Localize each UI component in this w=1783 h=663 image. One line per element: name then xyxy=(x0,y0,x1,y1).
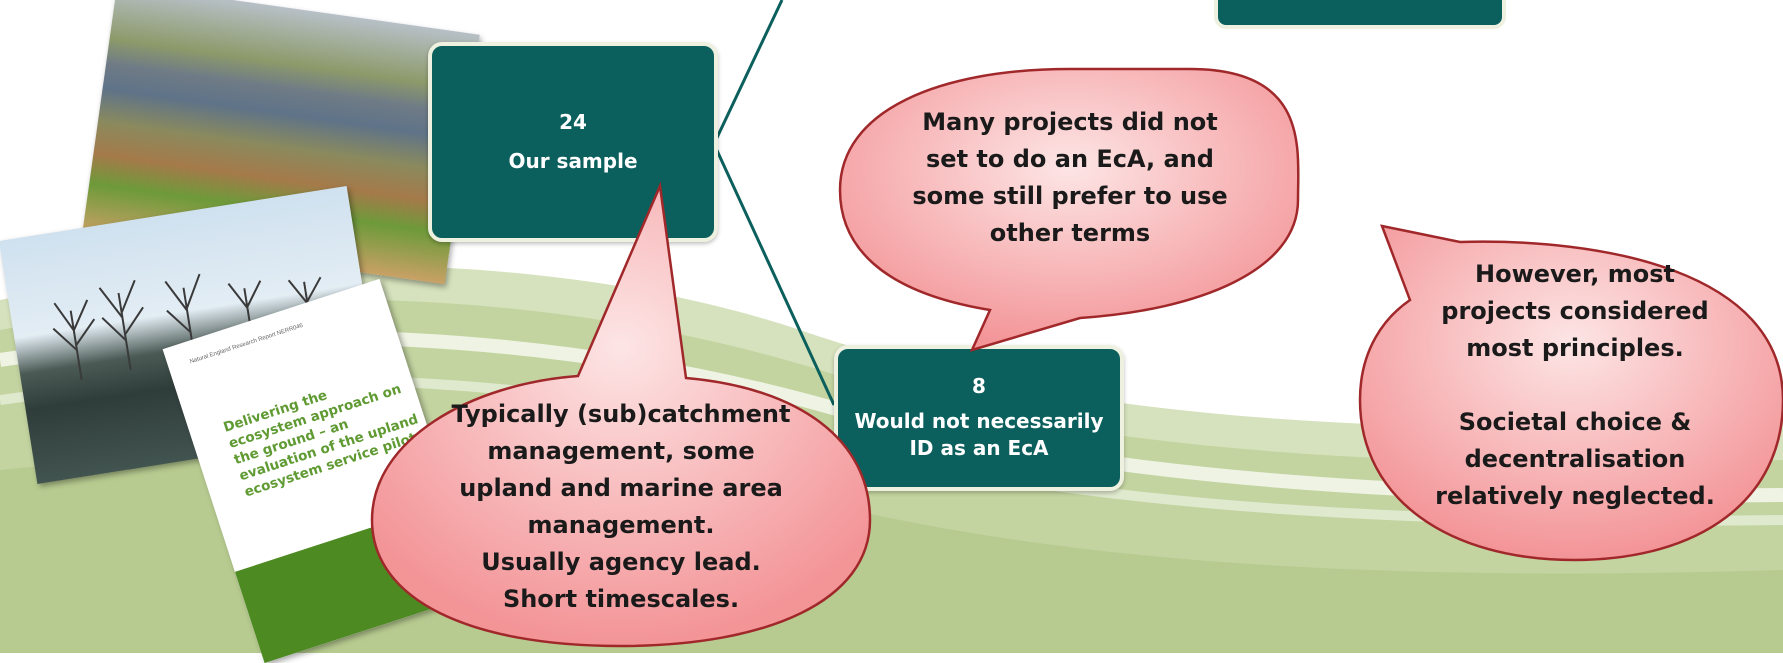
typical-callout-text: Typically (sub)catchment management, som… xyxy=(440,396,802,618)
typical-line-1: Typically (sub)catchment xyxy=(451,400,791,428)
sample-count: 24 xyxy=(559,109,587,134)
flooded-trees-photo xyxy=(0,185,386,485)
principles-line-blank xyxy=(1430,367,1720,404)
top-box-partial xyxy=(1214,0,1506,29)
principles-callout-text: However, most projects considered most p… xyxy=(1430,256,1720,515)
typical-line-2: management, some xyxy=(487,437,755,465)
not-eca-count: 8 xyxy=(972,374,986,398)
principles-line-5: decentralisation xyxy=(1464,445,1686,473)
typical-line-4: management. xyxy=(527,511,715,539)
terms-callout-text: Many projects did not set to do an EcA, … xyxy=(912,108,1228,247)
terms-callout-shape xyxy=(838,67,1300,352)
principles-line-6: relatively neglected. xyxy=(1435,482,1715,510)
not-eca-box: 8 Would not necessarily ID as an EcA xyxy=(834,345,1124,491)
typical-line-5: Usually agency lead. xyxy=(481,548,761,576)
principles-line-2: projects considered xyxy=(1441,297,1709,325)
sample-label: Our sample xyxy=(508,148,638,173)
not-eca-label: Would not necessarily ID as an EcA xyxy=(854,409,1104,460)
typical-callout-shape xyxy=(370,181,872,648)
principles-callout-shape xyxy=(1358,224,1783,562)
tree-silhouettes xyxy=(52,273,322,380)
connector-line-down xyxy=(712,143,836,406)
typical-line-6: Short timescales. xyxy=(502,585,740,613)
connector-line-up xyxy=(712,0,784,145)
typical-line-3: upland and marine area xyxy=(459,474,783,502)
sample-box: 24 Our sample xyxy=(428,42,718,242)
principles-line-3: most principles. xyxy=(1466,334,1684,362)
principles-line-1: However, most xyxy=(1475,260,1675,288)
principles-line-4: Societal choice & xyxy=(1458,408,1692,436)
